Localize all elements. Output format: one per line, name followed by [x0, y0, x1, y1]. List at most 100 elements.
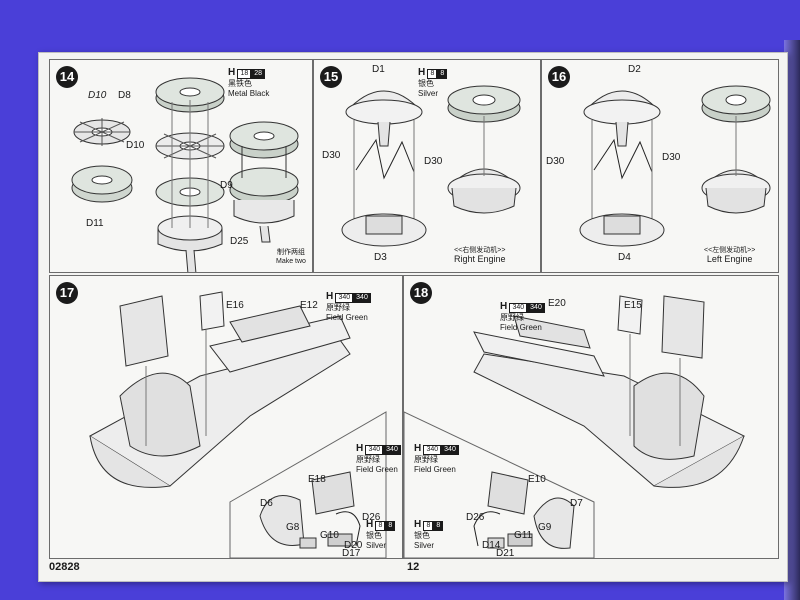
caption-en: Left Engine — [706, 254, 753, 264]
label-d14: D14 — [482, 540, 501, 551]
paint-h-letter: H — [228, 67, 236, 78]
paint-code-box-dark: 340 — [383, 445, 401, 455]
paint-name-en: Silver — [418, 89, 439, 98]
step-18-nacelle-diagram — [404, 295, 746, 558]
paint-name-en: Field Green — [326, 313, 368, 322]
label-d17: D17 — [342, 548, 361, 559]
label-d8: D8 — [118, 90, 131, 101]
label-e18: E18 — [308, 474, 326, 485]
paint-name-cn: 原野绿 — [356, 455, 380, 464]
label-d20: D20 — [344, 540, 363, 551]
label-e16: E16 — [226, 300, 244, 311]
caption-cn: <<左侧发动机>> — [704, 247, 756, 254]
paint-name-cn: 原野绿 — [326, 303, 350, 312]
paint-name-en: Field Green — [356, 465, 398, 474]
note-en: Make two — [276, 258, 306, 265]
label-e15: E15 — [624, 300, 642, 311]
step-18-number: 18 — [410, 282, 432, 304]
page-number: 12 — [407, 561, 420, 573]
paint-name-en: Metal Black — [228, 89, 270, 98]
step-17-number: 17 — [56, 282, 78, 304]
step-15-panel: 15 — [313, 59, 541, 273]
step-14-number: 14 — [56, 66, 78, 88]
label-d30-left: D30 — [546, 156, 565, 167]
label-d6: D6 — [260, 498, 273, 509]
label-g11: G11 — [514, 530, 533, 541]
left-engine-caption: <<左侧发动机>> Left Engine — [704, 246, 755, 265]
paint-name-cn: 银色 — [414, 531, 430, 540]
label-d30-right: D30 — [424, 156, 443, 167]
label-d4: D4 — [618, 252, 631, 263]
label-d25: D25 — [230, 236, 249, 247]
paint-h-letter: H — [356, 443, 364, 454]
paint-code-box-dark: 8 — [385, 521, 396, 531]
caption-cn: <<右侧发动机>> — [454, 247, 506, 254]
label-e20: E20 — [548, 298, 566, 309]
paint-name-en: Silver — [366, 541, 387, 550]
paint-h-letter: H — [500, 301, 508, 312]
paint-name-cn: 原野绿 — [500, 313, 524, 322]
label-d1: D1 — [372, 64, 385, 75]
step-17-nacelle-diagram — [89, 291, 387, 558]
step-17-panel: 17 — [49, 275, 403, 559]
label-g10: G10 — [320, 530, 339, 541]
label-e12: E12 — [300, 300, 318, 311]
label-g8: G8 — [286, 522, 300, 533]
paint-h-letter: H — [366, 519, 374, 530]
paint-name-cn: 银色 — [366, 531, 382, 540]
paint-h-letter: H — [326, 291, 334, 302]
label-e10: E10 — [528, 474, 546, 485]
label-d26: D26 — [466, 512, 485, 523]
label-d21: D21 — [496, 548, 515, 559]
paint-code-box: 8 — [375, 521, 386, 531]
step-16-number: 16 — [548, 66, 570, 88]
paint-name-en: Silver — [414, 541, 435, 550]
label-g9: G9 — [538, 522, 552, 533]
caption-en: Right Engine — [454, 254, 506, 264]
step-15-number: 15 — [320, 66, 342, 88]
step-16-engine-diagram — [579, 85, 771, 247]
paint-code-box: 8 — [427, 69, 438, 79]
label-d30-right: D30 — [662, 152, 681, 163]
label-d2: D2 — [628, 64, 641, 75]
label-d11: D11 — [86, 218, 104, 229]
label-d9: D9 — [220, 180, 233, 191]
label-d10: D10 — [126, 140, 145, 151]
paint-h-letter: H — [414, 443, 422, 454]
label-d10-top: D10 — [88, 90, 107, 101]
step-15-engine-diagram — [341, 85, 521, 247]
paint-name-cn: 黑铁色 — [228, 79, 252, 88]
make-two-note: 制作两组 Make two — [276, 248, 306, 266]
note-cn: 制作两组 — [276, 249, 305, 256]
right-engine-caption: <<右侧发动机>> Right Engine — [454, 246, 506, 265]
paint-code-box: 18 — [237, 69, 252, 79]
paint-h-letter: H — [418, 67, 426, 78]
paint-name-cn: 银色 — [418, 79, 434, 88]
paint-code-box-dark: 340 — [527, 303, 545, 313]
paint-code-box-dark: 28 — [251, 69, 266, 79]
label-d7: D7 — [570, 498, 583, 509]
paint-name-en: Field Green — [500, 323, 542, 332]
paint-h-letter: H — [414, 519, 422, 530]
paint-code-box-dark: 340 — [441, 445, 459, 455]
label-d26: D26 — [362, 512, 381, 523]
booklet-spine-shadow — [784, 40, 800, 600]
paint-code-box: 340 — [365, 445, 384, 455]
kit-code: 02828 — [49, 561, 80, 573]
step-14-engine-diagram — [71, 77, 299, 272]
paint-code-box: 8 — [423, 521, 434, 531]
paint-code-box-dark: 8 — [437, 69, 448, 79]
paint-code-box-dark: 8 — [433, 521, 444, 531]
paint-name-en: Field Green — [414, 465, 456, 474]
instruction-page: 14 — [38, 52, 788, 582]
paint-code-box: 340 — [423, 445, 442, 455]
step-14-panel: 14 — [49, 59, 313, 273]
step-18-panel: 18 E20 E15 E10 D — [403, 275, 779, 559]
